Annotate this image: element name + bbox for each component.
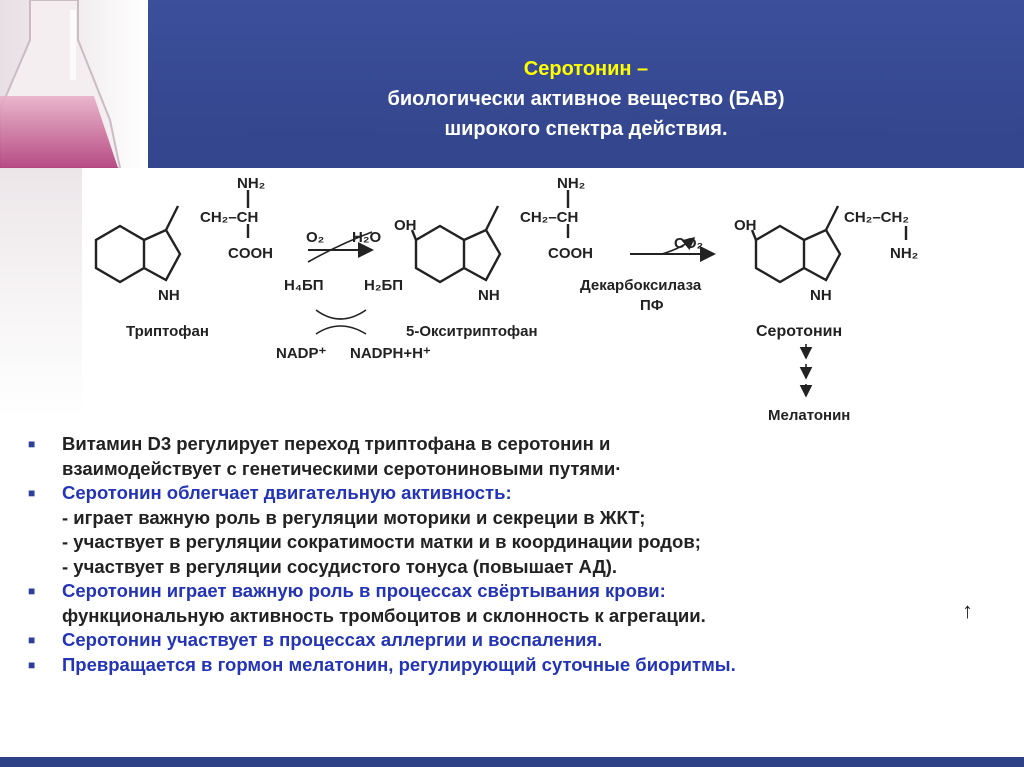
bullet-heading: Серотонин облегчает двигательную активно… <box>62 482 512 503</box>
bullet-subline: - участвует в регуляции сосудистого тону… <box>62 555 618 577</box>
title-line-3: широкого спектра действия. <box>444 118 728 140</box>
serotonin-ch2ch2: CH₂–CH₂ <box>844 209 909 226</box>
pf-label: ПФ <box>640 297 664 314</box>
hydroxytryptophan-oh: OH <box>394 217 417 234</box>
h2bp-label: H₂БП <box>364 277 403 294</box>
bullet-allergy: ■ Серотонин участвует в процессах аллерг… <box>28 628 988 653</box>
step2-curve <box>661 236 696 255</box>
h4bp-label: H₄БП <box>284 277 324 294</box>
melatonin-label: Мелатонин <box>768 407 850 424</box>
decarboxylase-label: Декарбоксилаза <box>580 277 702 294</box>
slide-title: Серотонин – биологически активное вещест… <box>148 54 1024 144</box>
nadph-label: NADPH+H⁺ <box>350 345 431 362</box>
bullet-marker: ■ <box>28 584 36 598</box>
bullet-marker: ■ <box>28 657 36 672</box>
bullet-subline: - участвует в регуляции сократимости мат… <box>62 531 701 552</box>
tryptophan-ch2ch: CH₂–CH <box>200 209 258 226</box>
step1-curve <box>307 231 373 263</box>
tryptophan-nh2: NH₂ <box>237 175 265 192</box>
bullet-marker: ■ <box>28 437 36 451</box>
bullet-melatonin: ■ Превращается в гормон мелатонин, регул… <box>28 653 988 678</box>
bullet-heading: Серотонин играет важную роль в процессах… <box>62 580 666 601</box>
hydroxytryptophan-nh2: NH₂ <box>557 175 585 192</box>
o2-label: O₂ <box>306 229 324 246</box>
hydroxytryptophan-structure <box>410 190 570 284</box>
serotonin-structure <box>750 205 908 284</box>
serotonin-nh: NH <box>810 287 832 304</box>
bullet-blood-clotting: ■ Серотонин играет важную роль в процесс… <box>28 579 988 628</box>
bullet-subline: - играет важную роль в регуляции моторик… <box>62 506 646 528</box>
hydroxytryptophan-cooh: COOH <box>548 245 593 262</box>
serotonin-label: Серотонин <box>756 323 842 340</box>
title-line-1: Серотонин – <box>523 58 649 80</box>
hydroxytryptophan-label: 5-Окситриптофан <box>406 323 538 340</box>
bullet-line: Витамин D3 регулирует переход триптофана… <box>62 433 611 454</box>
up-arrow-icon: ↑ <box>962 598 973 623</box>
flask-image <box>0 0 148 168</box>
tryptophan-cooh: COOH <box>228 245 273 262</box>
flask-reflection <box>0 168 82 418</box>
hydroxytryptophan-nh: NH <box>478 287 500 304</box>
serotonin-nh2: NH₂ <box>890 245 918 262</box>
co2-label: CO₂ <box>674 235 703 252</box>
bullet-marker: ■ <box>28 486 36 500</box>
footer-bar <box>0 757 1024 767</box>
serotonin-oh: OH <box>734 217 757 234</box>
bullet-line: взаимодействует с генетическими серотони… <box>62 457 622 479</box>
bullet-motor-activity: ■ Серотонин облегчает двигательную актив… <box>28 481 988 579</box>
bullet-list: ■ Витамин D3 регулирует переход триптофа… <box>28 432 988 677</box>
bullet-marker: ■ <box>28 633 36 647</box>
hydroxytryptophan-ch2ch: CH₂–CH <box>520 209 578 226</box>
header-band <box>0 0 1024 168</box>
cofactor-curve <box>315 309 367 335</box>
title-line-2: биологически активное вещество (БАВ) <box>387 88 785 110</box>
nadp-label: NADP⁺ <box>276 345 327 362</box>
h2o-label: H₂O <box>352 229 381 246</box>
bullet-heading: Серотонин участвует в процессах аллергии… <box>62 629 603 650</box>
bullet-vitamin-d3: ■ Витамин D3 регулирует переход триптофа… <box>28 432 988 481</box>
tryptophan-nh: NH <box>158 287 180 304</box>
tryptophan-label: Триптофан <box>126 323 209 340</box>
reaction-diagram: CH₂–CH NH₂ COOH NH Триптофан O₂ H₂O H₄БП… <box>94 175 918 424</box>
bullet-subline: функциональную активность тромбоцитов и … <box>62 604 706 626</box>
tryptophan-structure <box>94 190 250 284</box>
bullet-heading: Превращается в гормон мелатонин, регулир… <box>62 653 736 675</box>
